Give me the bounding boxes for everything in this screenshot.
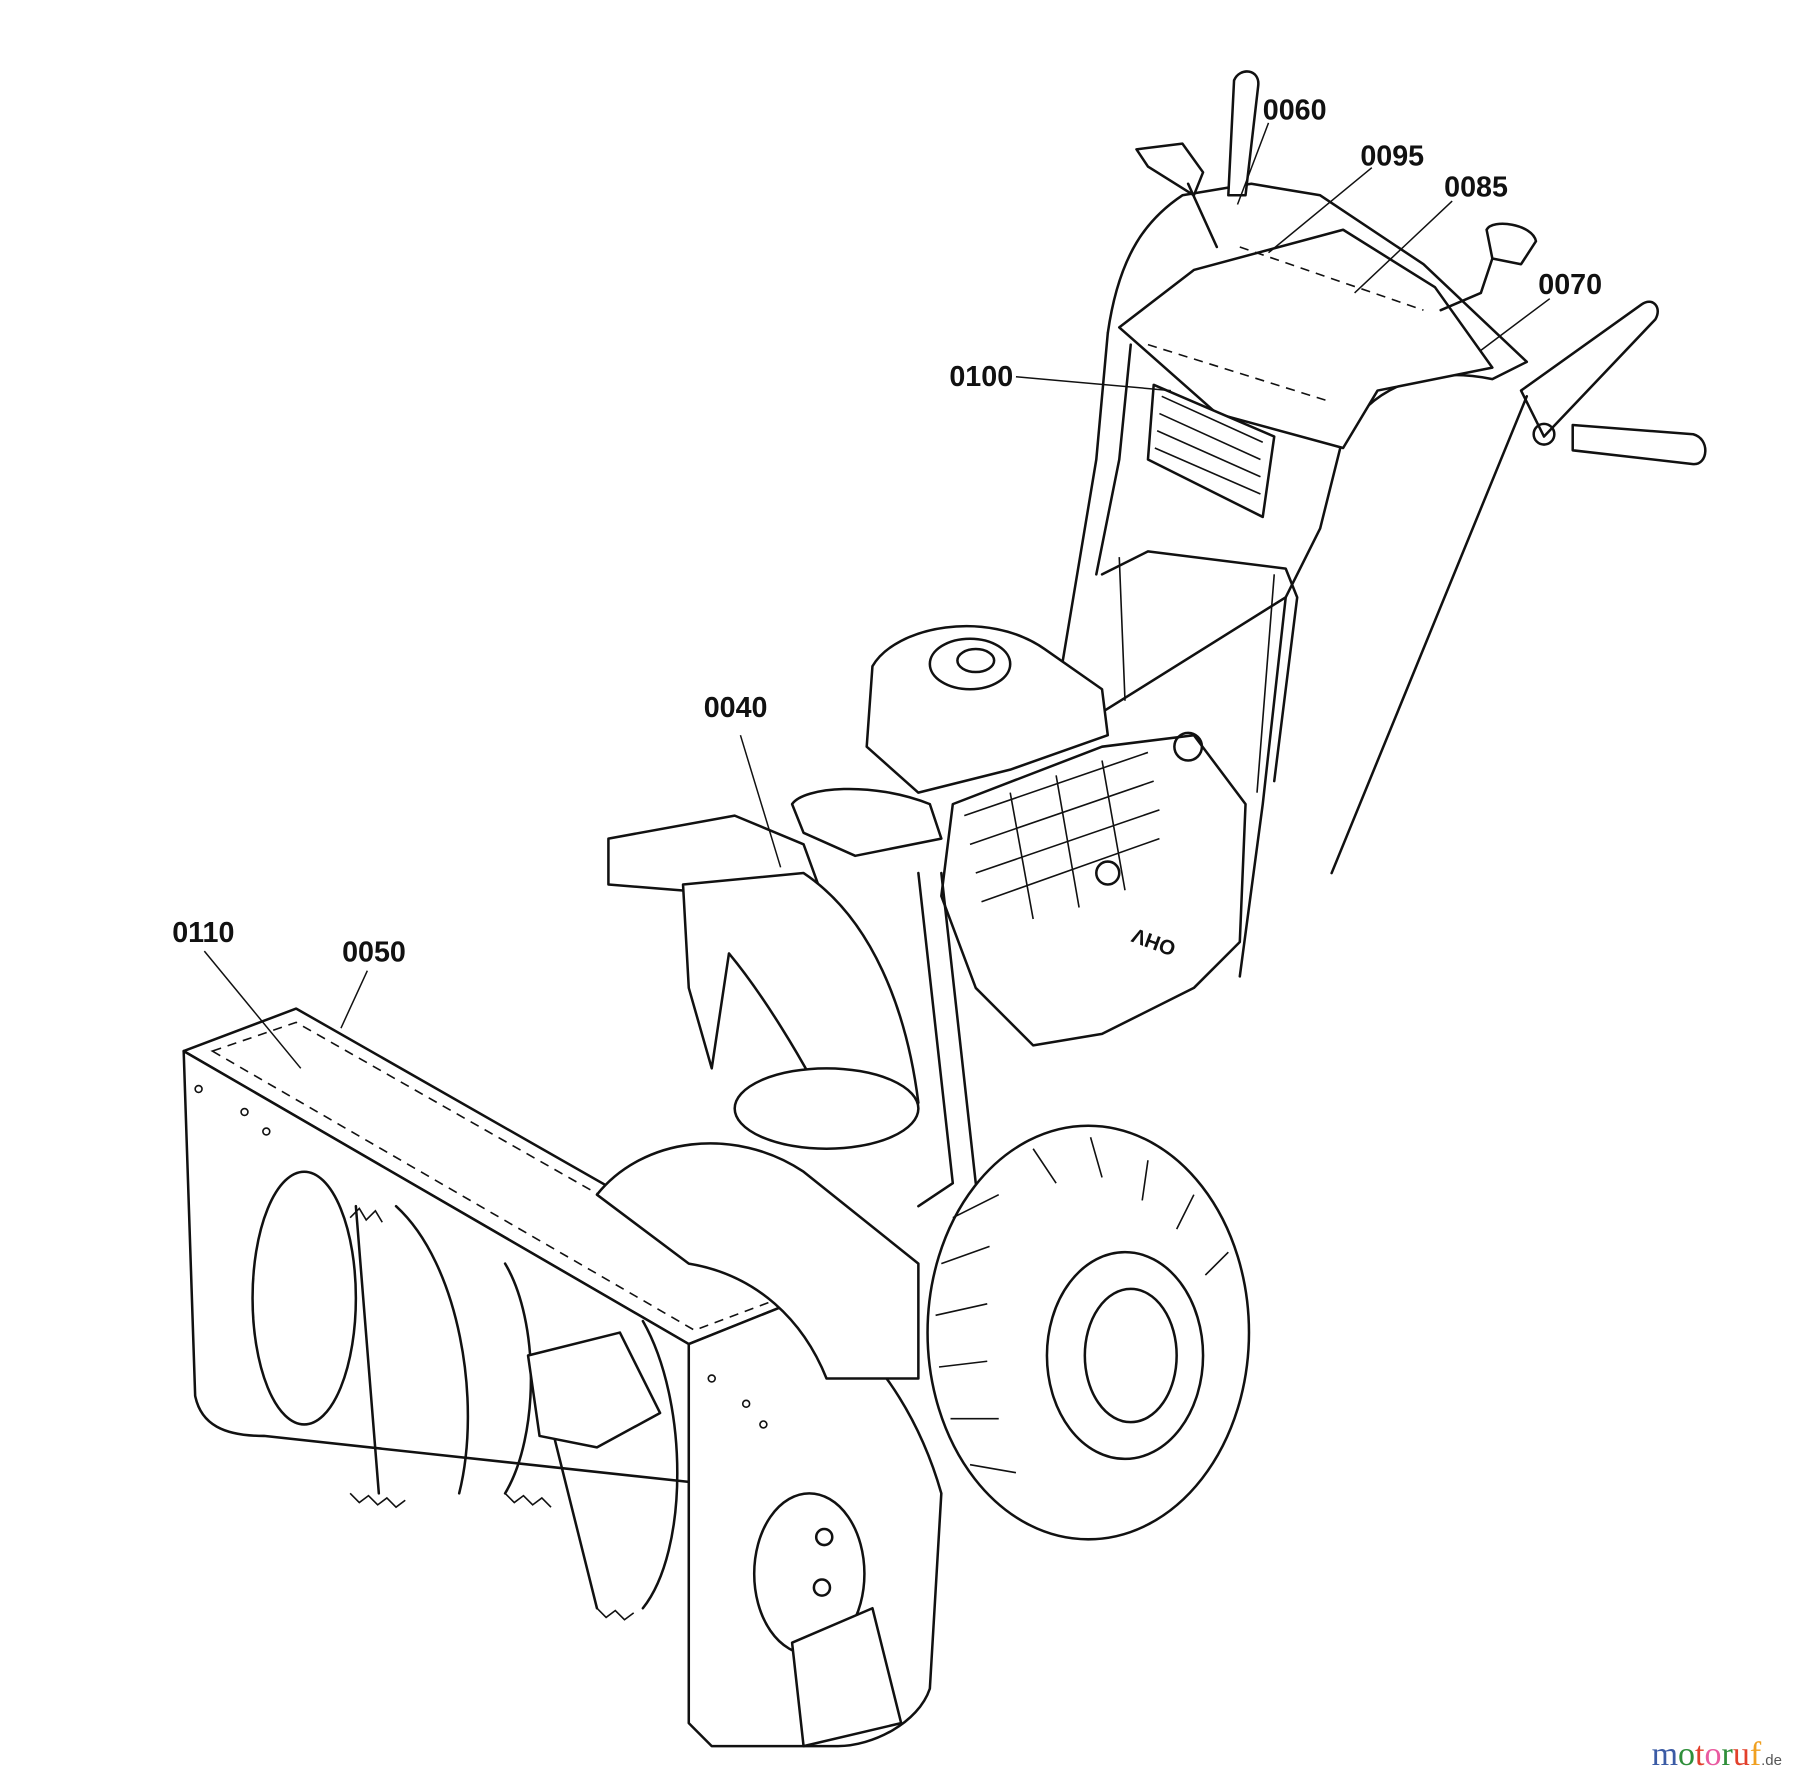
watermark-letter: r (1721, 1736, 1733, 1773)
part-label-0040[interactable]: 0040 (704, 692, 768, 724)
wheel (926, 1124, 1251, 1541)
part-label-0100[interactable]: 0100 (949, 361, 1013, 393)
part-label-0085[interactable]: 0085 (1444, 171, 1508, 203)
watermark-suffix: .de (1761, 1752, 1782, 1769)
part-label-0050[interactable]: 0050 (342, 936, 406, 968)
part-label-0110[interactable]: 0110 (172, 917, 234, 949)
watermark-letter: u (1732, 1736, 1750, 1773)
part-label-0060[interactable]: 0060 (1263, 94, 1327, 126)
part-label-0070[interactable]: 0070 (1538, 269, 1602, 301)
discharge-chute (607, 787, 978, 1208)
engine: OHV (865, 624, 1247, 1047)
leader-lines (203, 122, 1551, 1069)
part-labels: 0060 0095 0085 0070 0100 0040 0110 0050 (172, 94, 1602, 968)
auger-housing (182, 1007, 943, 1748)
part-label-0095[interactable]: 0095 (1360, 140, 1424, 172)
watermark-letter: o (1678, 1736, 1696, 1773)
handle-assembly (1049, 70, 1707, 978)
watermark-letter: t (1695, 1736, 1705, 1773)
watermark-logo: motoruf.de (1652, 1736, 1782, 1774)
watermark-letter: o (1704, 1736, 1722, 1773)
watermark-letter: f (1749, 1736, 1762, 1773)
watermark-letter: m (1651, 1736, 1679, 1773)
